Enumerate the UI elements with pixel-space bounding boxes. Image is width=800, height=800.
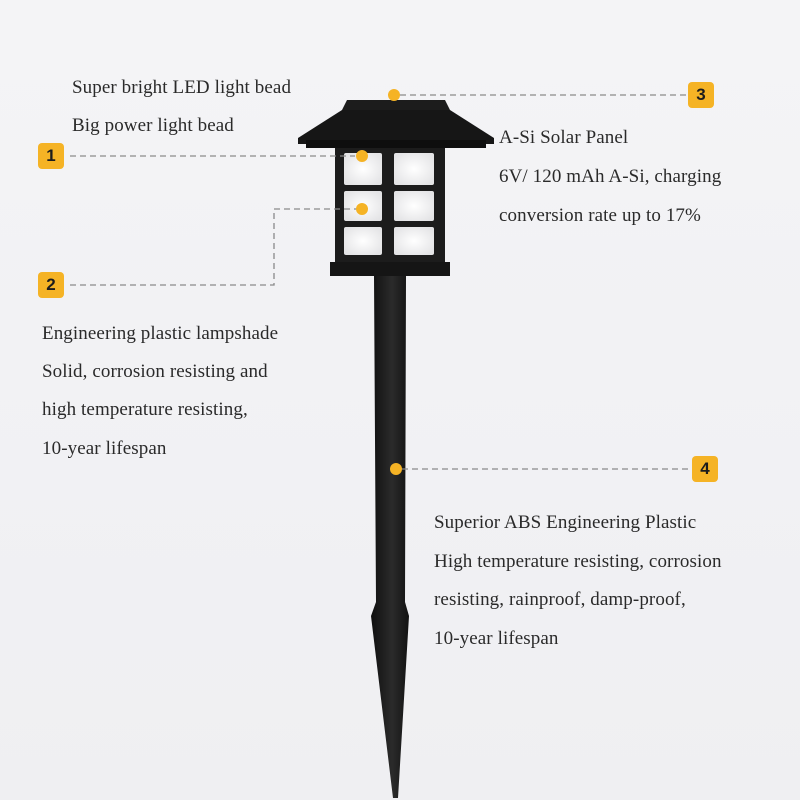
- anchor-dot-2: [356, 203, 368, 215]
- callout-2-line-2: Solid, corrosion resisting and: [42, 361, 268, 382]
- callout-2-line-3: high temperature resisting,: [42, 399, 248, 420]
- callout-4-line-2: High temperature resisting, corrosion: [434, 551, 722, 572]
- callout-4-line-1: Superior ABS Engineering Plastic: [434, 512, 697, 533]
- lamp-roof: [298, 110, 494, 144]
- badge-1: 1: [38, 143, 64, 169]
- solar-lamp: [298, 100, 494, 798]
- leader-line-2: [70, 208, 356, 286]
- lamp-stake: [371, 276, 409, 798]
- badge-4: 4: [692, 456, 718, 482]
- callout-2-line-1: Engineering plastic lampshade: [42, 323, 279, 344]
- callout-1-line-2: Big power light bead: [72, 115, 234, 136]
- callout-3-line-3: conversion rate up to 17%: [499, 205, 701, 226]
- anchor-dot-3: [388, 89, 400, 101]
- anchor-dots: [356, 89, 402, 475]
- lamp-base: [330, 262, 450, 276]
- callout-4-line-4: 10-year lifespan: [434, 628, 559, 649]
- anchor-dot-1: [356, 150, 368, 162]
- badge-2: 2: [38, 272, 64, 298]
- leader-lines: [70, 94, 690, 470]
- badge-3: 3: [688, 82, 714, 108]
- callout-4-line-3: resisting, rainproof, damp-proof,: [434, 589, 686, 610]
- anchor-dot-4: [390, 463, 402, 475]
- callout-3-line-2: 6V/ 120 mAh A-Si, charging: [499, 166, 722, 187]
- callout-2-line-4: 10-year lifespan: [42, 438, 167, 459]
- callout-3-line-1: A-Si Solar Panel: [499, 127, 629, 148]
- lamp-roof-cap: [342, 100, 450, 110]
- lamp-roof-rim: [306, 140, 486, 148]
- callout-1-line-1: Super bright LED light bead: [72, 77, 292, 98]
